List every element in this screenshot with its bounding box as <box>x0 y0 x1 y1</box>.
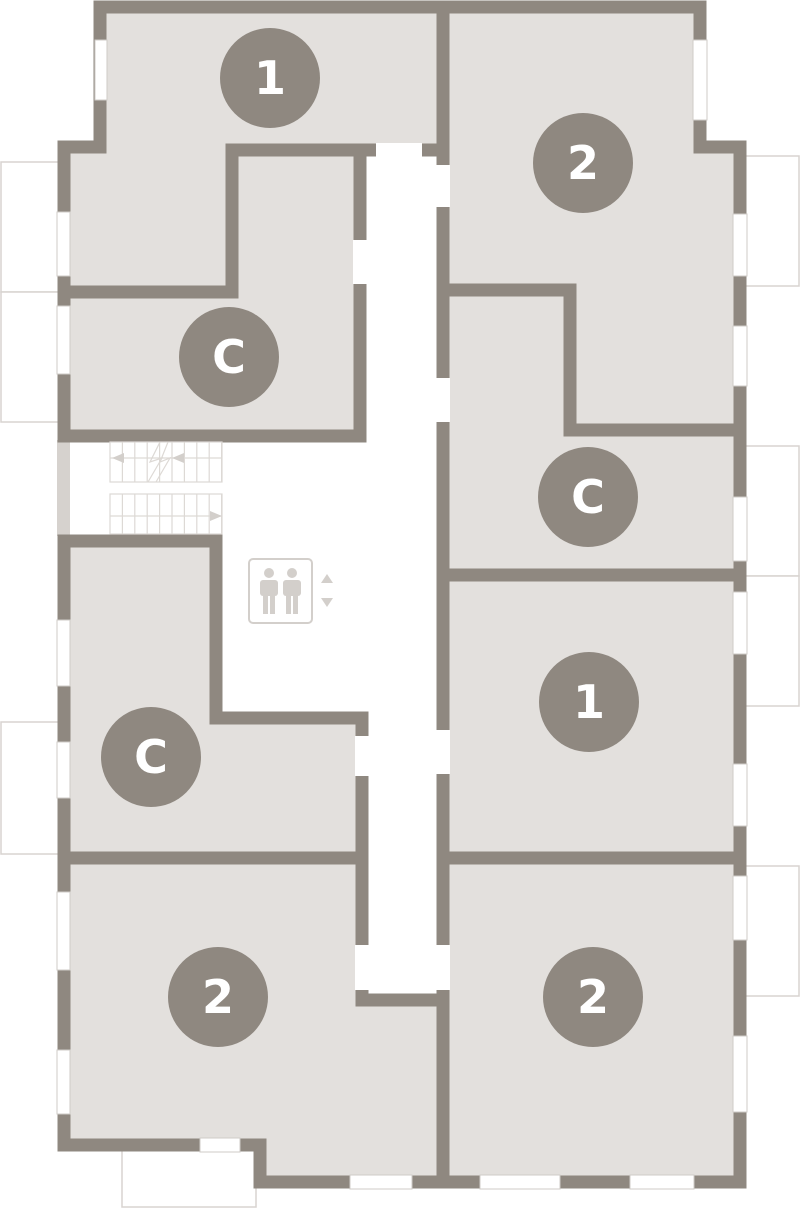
stair-wall <box>57 440 70 536</box>
unit-badge: 1 <box>539 652 639 752</box>
unit-label: 2 <box>567 136 599 190</box>
unit-label: C <box>571 470 605 524</box>
elevator-up-arrow-icon <box>321 574 333 583</box>
unit-label: C <box>212 330 246 384</box>
unit-badge: C <box>538 447 638 547</box>
unit-badge: 2 <box>533 113 633 213</box>
unit-label: C <box>134 730 168 784</box>
windows <box>56 39 748 1190</box>
balconies <box>0 155 800 1208</box>
unit-c-left[interactable] <box>57 534 369 865</box>
unit-badge: 2 <box>543 947 643 1047</box>
staircase-icon <box>109 441 223 535</box>
unit-badge: C <box>101 707 201 807</box>
unit-label: 2 <box>202 970 234 1024</box>
unit-badge: 2 <box>168 947 268 1047</box>
elevator-down-arrow-icon <box>321 598 333 607</box>
unit-c-top-left[interactable] <box>57 143 367 443</box>
unit-label: 1 <box>573 675 605 729</box>
elevator-icon <box>248 558 313 624</box>
unit-badge: C <box>179 307 279 407</box>
unit-badge: 1 <box>220 28 320 128</box>
unit-label: 1 <box>254 51 286 105</box>
unit-label: 2 <box>577 970 609 1024</box>
